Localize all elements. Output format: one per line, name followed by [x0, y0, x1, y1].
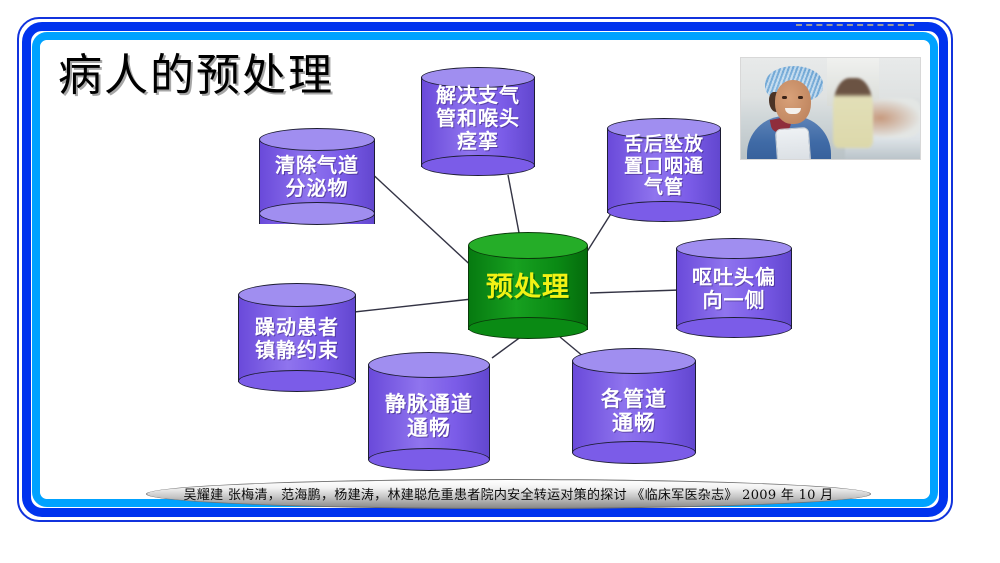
photo-nurse-face: [775, 80, 811, 124]
cylinder-body: [421, 77, 535, 167]
diagram-node-turn-head-to-side[interactable]: 呕吐头偏 向一侧: [676, 238, 792, 339]
cylinder-shape: [676, 238, 792, 339]
cylinder-shape: [607, 118, 721, 223]
node-label: 清除气道 分泌物: [275, 153, 359, 200]
cylinder-bottom-ellipse: [468, 317, 588, 339]
cylinder-top-ellipse: [368, 352, 490, 378]
cylinder-shape: [468, 232, 588, 342]
diagram-node-oropharyngeal-airway[interactable]: 舌后坠放 置口咽通 气管: [607, 118, 721, 223]
photo-nurse-smile: [785, 108, 801, 114]
node-label: 躁动患者 镇静约束: [255, 315, 339, 362]
cylinder-bottom-ellipse: [676, 317, 792, 338]
cylinder-shape: [421, 67, 535, 177]
cylinder-body: [676, 248, 792, 329]
diagram-node-resolve-bronchial-laryngeal-spasm[interactable]: 解决支气 管和喉头 痉挛: [421, 67, 535, 177]
cylinder-top-ellipse: [421, 67, 535, 88]
cylinder-body: [368, 365, 490, 460]
cylinder-bottom-ellipse: [259, 202, 375, 225]
connector-to-clear-airway-secretions: [367, 169, 479, 273]
photo-nurse-eye-left: [782, 96, 787, 99]
cylinder-bottom-ellipse: [607, 201, 721, 222]
cylinder-bottom-ellipse: [368, 448, 490, 471]
diagram-node-keep-iv-access-patent[interactable]: 静脉通道 通畅: [368, 352, 490, 472]
center-node-label: 预处理: [486, 272, 570, 303]
cylinder-bottom-ellipse: [238, 370, 356, 392]
diagram-node-keep-tubes-patent[interactable]: 各管道 通畅: [572, 348, 696, 465]
cylinder-bottom-ellipse: [572, 441, 696, 464]
ribbon-shape: [146, 479, 871, 509]
node-label: 舌后坠放 置口咽通 气管: [623, 133, 704, 199]
cylinder-top-ellipse: [468, 232, 588, 259]
connector-to-resolve-bronchial-laryngeal-spasm: [507, 174, 521, 239]
page-title: 病人的预处理: [58, 50, 334, 101]
photo-nurse-eye-right: [798, 96, 803, 99]
node-label: 呕吐头偏 向一侧: [692, 265, 776, 312]
diagram-node-clear-airway-secretions[interactable]: 清除气道 分泌物: [259, 128, 375, 235]
connector-to-turn-head-to-side: [589, 289, 681, 294]
cylinder-top-ellipse: [676, 238, 792, 259]
citation-text: 吴耀建 张梅清，范海鹏，杨建涛，林建聪危重患者院内安全转运对策的探讨 《临床军医…: [183, 488, 834, 503]
cylinder-top-ellipse: [238, 283, 356, 307]
cylinder-body: [238, 295, 356, 382]
cylinder-body: [572, 361, 696, 453]
cylinder-body: [468, 246, 588, 330]
diagram-center-node-preprocessing[interactable]: 预处理: [468, 232, 588, 342]
cylinder-top-ellipse: [607, 118, 721, 139]
cylinder-shape: [238, 283, 356, 393]
cylinder-shape: [259, 128, 375, 235]
cylinder-shape: [572, 348, 696, 465]
cylinder-body: [607, 128, 721, 213]
node-label: 静脉通道 通畅: [385, 391, 473, 440]
photo-clinician: [833, 78, 873, 148]
source-citation-ribbon: 吴耀建 张梅清，范海鹏，杨建涛，林建聪危重患者院内安全转运对策的探讨 《临床军医…: [146, 479, 871, 509]
diagram-node-sedate-agitated-patient[interactable]: 躁动患者 镇静约束: [238, 283, 356, 393]
cylinder-bottom-ellipse: [421, 155, 535, 176]
selection-dashed-marker: [796, 24, 914, 28]
cylinder-top-ellipse: [259, 128, 375, 151]
cylinder-shape: [368, 352, 490, 472]
node-label: 解决支气 管和喉头 痉挛: [436, 83, 520, 153]
cylinder-top-ellipse: [572, 348, 696, 374]
connector-to-sedate-agitated-patient: [344, 298, 473, 314]
hospital-nurse-photo: [740, 57, 921, 160]
slide-frame-middle-border: [22, 22, 948, 517]
node-label: 各管道 通畅: [601, 386, 667, 435]
slide-frame-outer-border: [17, 17, 953, 522]
